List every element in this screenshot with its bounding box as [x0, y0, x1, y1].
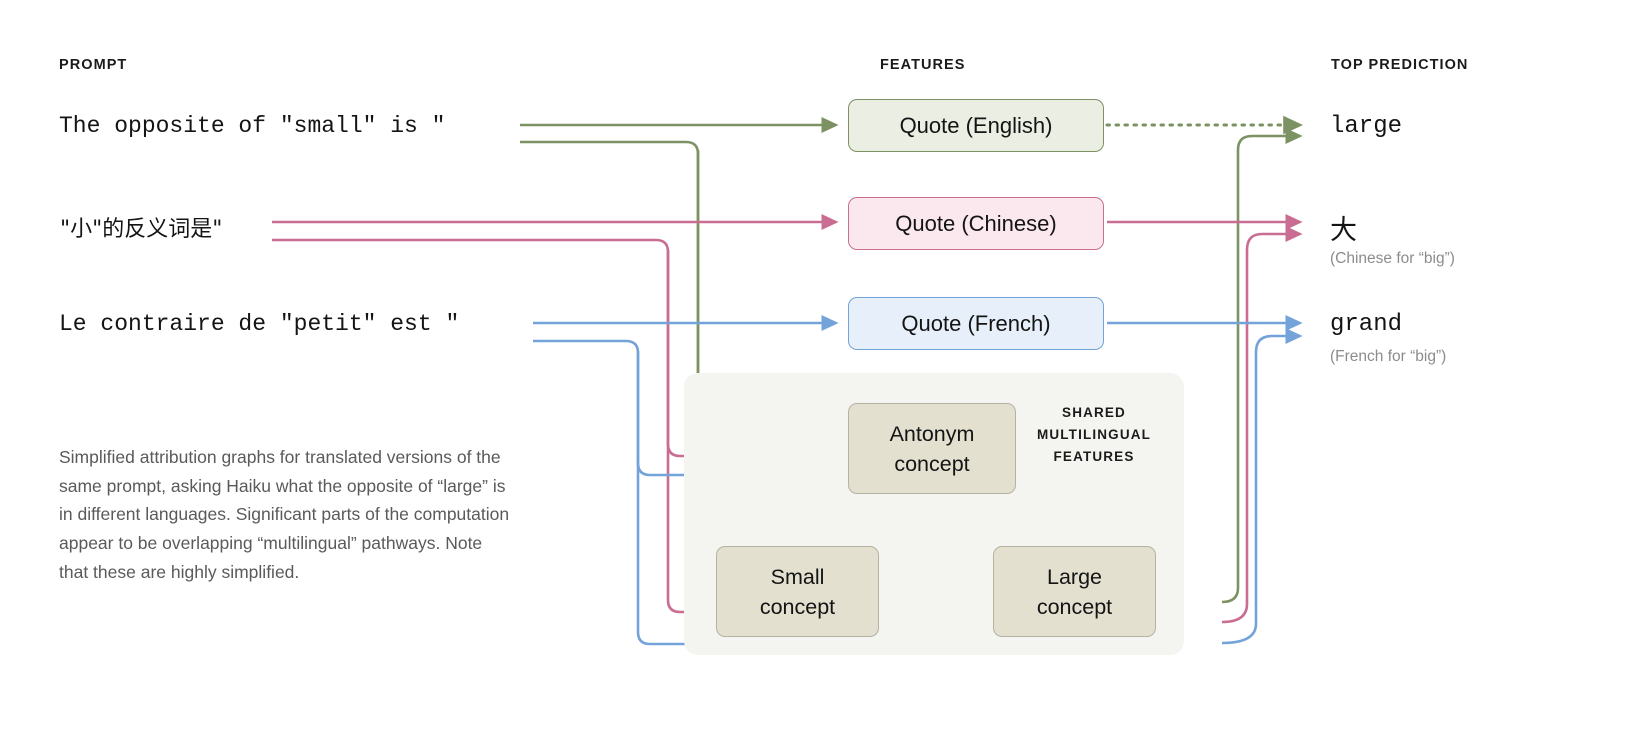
wire-cn-large-to-prediction [1221, 225, 1303, 624]
concept-node-small-label: Small concept [759, 564, 836, 619]
prompt-french: Le contraire de "petit" est " [59, 311, 460, 337]
wire-cn-prompt-to-small [666, 250, 748, 621]
feature-node-quote-chinese[interactable]: Quote (Chinese) [848, 197, 1104, 250]
shared-multilingual-panel-label: SHARED MULTILINGUAL FEATURES [1036, 405, 1152, 464]
column-heading-features: FEATURES [880, 57, 966, 73]
concept-node-small[interactable]: Small concept [716, 546, 879, 637]
feature-node-quote-english[interactable]: Quote (English) [848, 99, 1104, 152]
concept-node-large[interactable]: Large concept [993, 546, 1156, 637]
prediction-chinese: 大 [1330, 215, 1357, 246]
concept-node-antonym-label: Antonym concept [889, 421, 975, 476]
figure-caption: Simplified attribution graphs for transl… [59, 447, 510, 582]
wire-en-large-to-prediction [1221, 127, 1303, 604]
prompt-english: The opposite of "small" is " [59, 113, 446, 139]
wire-fr-prompt-to-small [636, 351, 748, 653]
prediction-french: grand [1330, 311, 1403, 338]
prediction-english: large [1330, 113, 1403, 140]
concept-node-antonym[interactable]: Antonym concept [848, 403, 1016, 494]
prompt-chinese: "小"的反义词是" [60, 217, 223, 242]
feature-node-quote-french[interactable]: Quote (French) [848, 297, 1104, 350]
column-heading-top-prediction: TOP PREDICTION [1331, 57, 1469, 73]
prediction-chinese-note: (Chinese for “big”) [1330, 250, 1455, 267]
wire-fr-large-to-prediction [1221, 327, 1303, 645]
column-heading-prompt: PROMPT [59, 57, 128, 73]
prediction-french-note: (French for “big”) [1330, 348, 1447, 365]
concept-node-large-label: Large concept [1036, 564, 1113, 619]
